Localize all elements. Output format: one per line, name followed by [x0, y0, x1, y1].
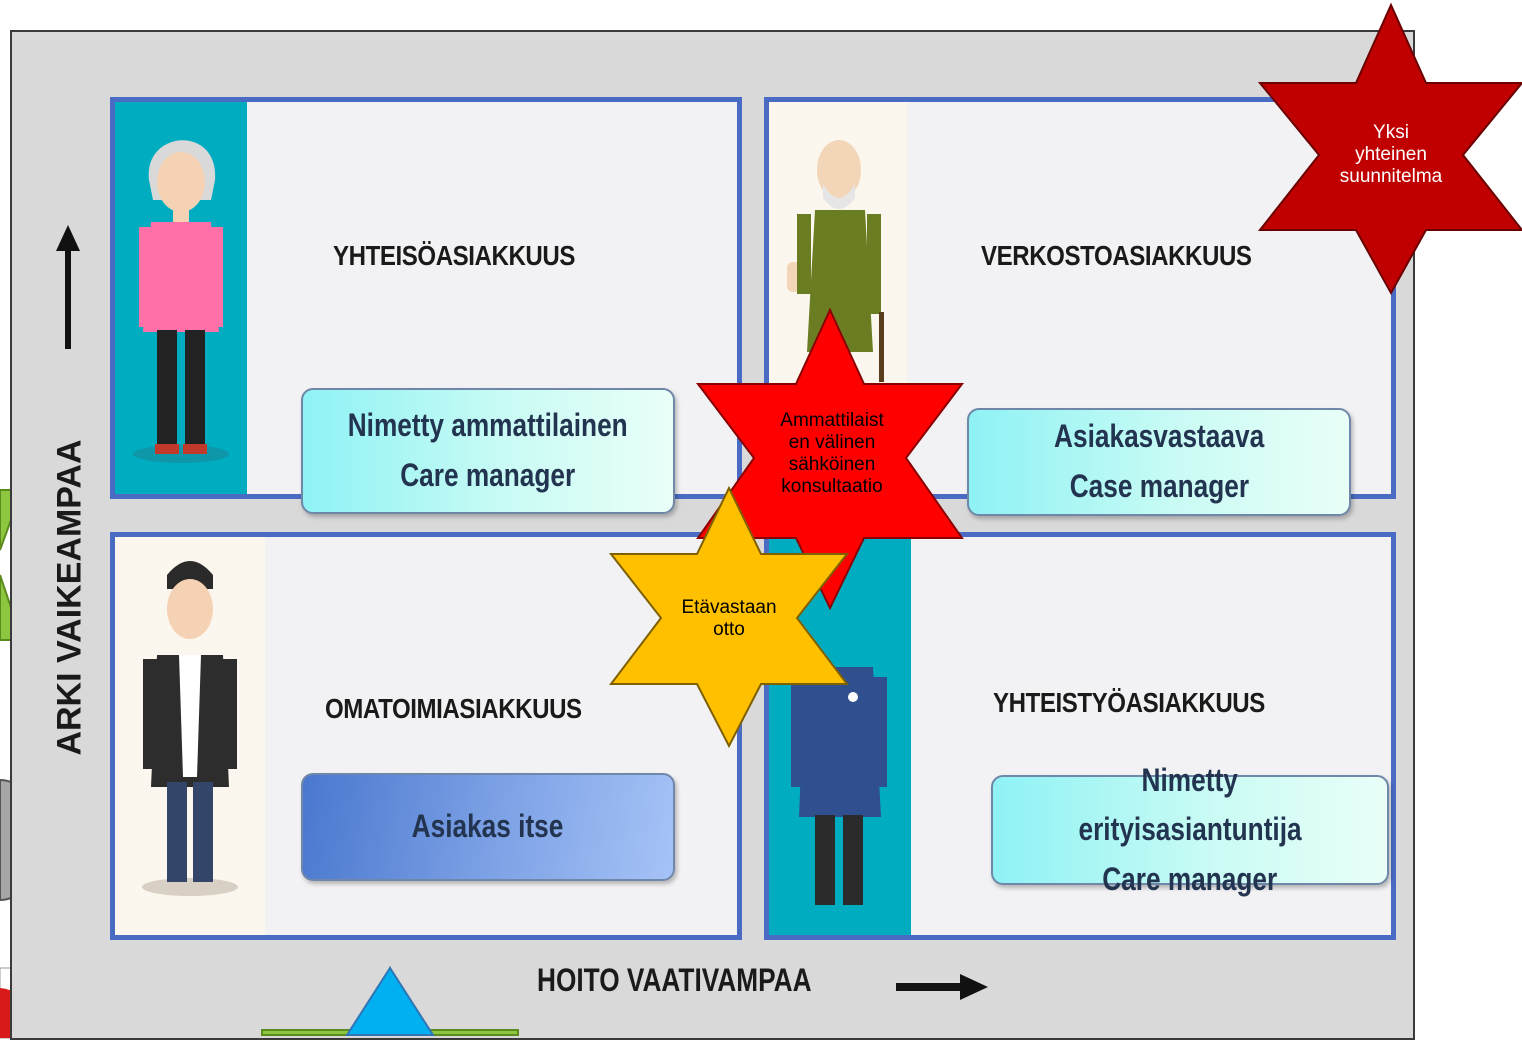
role-line: Care manager: [1102, 860, 1278, 897]
star-line: Etävastaan: [681, 597, 777, 618]
role-line: Case manager: [1069, 468, 1249, 504]
star-line: Yksi: [1373, 122, 1409, 143]
role-line: Asiakasvastaava: [1053, 418, 1265, 455]
role-box: Nimetty ammattilainen Care manager: [301, 388, 675, 514]
right-arrow-icon: [896, 974, 988, 1000]
role-line: Nimetty ammattilainen: [348, 407, 628, 444]
up-arrow-icon: [56, 225, 80, 349]
role-box: Asiakasvastaava Case manager: [967, 408, 1351, 516]
star-line: Ammattilaist: [780, 410, 884, 431]
quadrant-title: OMATOIMIASIAKKUUS: [325, 693, 582, 724]
quadrant-title: YHTEISTYÖASIAKKUUS: [993, 687, 1265, 718]
star-plan-text: Yksi yhteinen suunnitelma: [1316, 122, 1466, 188]
star-remote-text: Etävastaan otto: [654, 597, 804, 641]
star-remote-shape: [608, 485, 850, 749]
role-line: Care manager: [400, 457, 576, 493]
star-line: en välinen: [788, 432, 876, 453]
woman-figure-icon: [133, 140, 229, 463]
star-line: suunnitelma: [1339, 166, 1443, 187]
star-line: yhteinen: [1355, 144, 1427, 165]
star-line: sähköinen: [788, 454, 876, 475]
star-plan-shape: [1257, 2, 1522, 296]
quadrant-bottom-left: OMATOIMIASIAKKUUS Asiakas itse: [110, 532, 742, 940]
old-woman-figure-icon: [791, 667, 887, 905]
old-man-figure-icon: [787, 140, 884, 382]
quadrant-title: VERKOSTOASIAKKUUS: [981, 240, 1252, 271]
quadrant-top-left: YHTEISÖASIAKKUUS Nimetty ammattilainen C…: [110, 97, 742, 514]
blue-triangle-partial: [261, 965, 519, 1036]
star-line: konsultaatio: [781, 476, 883, 497]
man-figure-icon: [142, 561, 238, 896]
star-consultation-shape: [695, 307, 965, 611]
y-axis-label: ARKI VAIKEAMPAA: [50, 439, 89, 756]
role-box: Nimetty erityisasiantuntija Care manager: [991, 762, 1389, 897]
quadrant-bottom-right: YHTEISTYÖASIAKKUUS Nimetty erityisasiant…: [764, 532, 1396, 940]
role-line: Nimetty: [1141, 761, 1239, 798]
x-axis-label: HOITO VAATIVAMPAA: [537, 962, 812, 998]
role-line: erityisasiantuntija: [1078, 811, 1302, 848]
star-line: otto: [713, 619, 745, 640]
star-consultation-text: Ammattilaist en välinen sähköinen konsul…: [752, 410, 912, 498]
role-line: Asiakas itse: [412, 808, 564, 845]
quadrant-title: YHTEISÖASIAKKUUS: [333, 240, 575, 271]
role-box: Asiakas itse: [301, 773, 675, 881]
